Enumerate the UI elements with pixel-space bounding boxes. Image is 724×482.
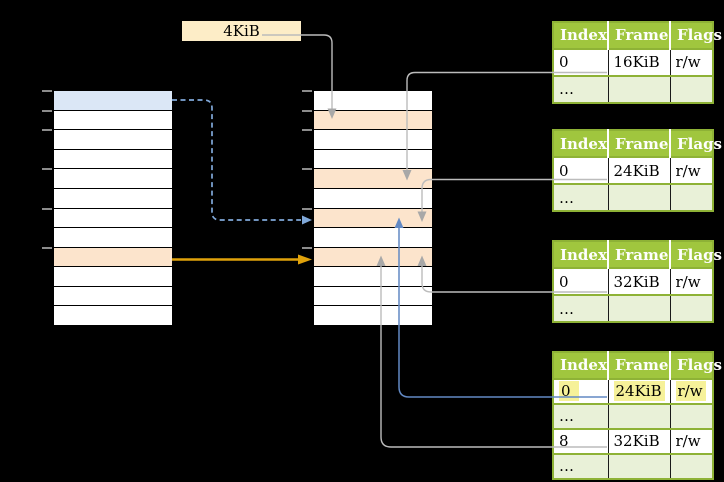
tick-mark (302, 207, 312, 210)
table-row: 0 24KiB r/w (553, 156, 713, 184)
tick-mark (42, 109, 52, 112)
table-cell-ellipsis: … (553, 294, 608, 322)
table-cell-index: 0 (553, 267, 608, 295)
table-cell-frame: 24KiB (607, 156, 670, 184)
table-cell-ellipsis: … (553, 183, 608, 211)
size-label-4kib: 4KiB (182, 21, 301, 41)
table-header-row: Index Frame Flags (553, 351, 722, 379)
memory-cell (314, 208, 432, 229)
memory-cell (314, 306, 432, 326)
table-cell-frame: 16KiB (607, 47, 670, 76)
virtual-memory-column (42, 90, 173, 327)
col-header-index: Index (553, 130, 608, 157)
table-row: 0 32KiB r/w (553, 267, 713, 295)
memory-cell (54, 189, 172, 209)
memory-cell (54, 228, 172, 248)
tick-mark (302, 168, 312, 171)
memory-cell (54, 247, 172, 268)
table-cell-flags: r/w (669, 427, 713, 454)
table-cell-index: 0 (553, 377, 608, 404)
memory-cell (54, 169, 172, 189)
memory-cell (54, 306, 172, 326)
tick-mark (42, 246, 52, 249)
memory-cell (54, 91, 172, 111)
table-row-ellipsis: … (553, 452, 713, 479)
highlighted-value: r/w (675, 381, 706, 401)
memory-cell (314, 228, 432, 248)
memory-cell (54, 267, 172, 287)
col-header-flags: Flags (669, 351, 722, 379)
table-row-ellipsis: … (553, 294, 713, 322)
memory-cell (314, 110, 432, 131)
physical-memory-column (302, 90, 433, 327)
tick-mark (302, 90, 312, 92)
table-cell-index: 8 (553, 427, 608, 454)
tick-mark (42, 207, 52, 210)
col-header-index: Index (553, 241, 608, 268)
memory-cell (54, 130, 172, 150)
table-row-ellipsis: … (553, 74, 713, 103)
col-header-flags: Flags (669, 130, 722, 157)
table-cell-frame: 24KiB (607, 377, 670, 404)
col-header-frame: Frame (607, 21, 670, 49)
table-row: 0 16KiB r/w (553, 47, 713, 76)
table-cell-flags: r/w (669, 377, 713, 404)
col-header-index: Index (553, 351, 608, 379)
tick-mark (302, 129, 312, 132)
memory-cell (54, 209, 172, 229)
memory-cell (54, 150, 172, 170)
memory-cell (54, 287, 172, 307)
table-cell-frame: 32KiB (607, 267, 670, 295)
table-header-row: Index Frame Flags (553, 241, 722, 268)
memory-cell (314, 287, 432, 307)
table-header-row: Index Frame Flags (553, 21, 722, 49)
arrow-virtual-orange-mapping (172, 254, 312, 265)
memory-cell (314, 267, 432, 287)
page-table-24kib: Index Frame Flags 0 24KiB r/w … (552, 129, 722, 212)
page-table-32kib: Index Frame Flags 0 32KiB r/w … (552, 240, 722, 323)
table-cell-index: 0 (553, 47, 608, 76)
memory-cell (314, 150, 432, 170)
tick-mark (42, 129, 52, 132)
tick-mark (302, 109, 312, 112)
col-header-frame: Frame (607, 351, 670, 379)
tick-mark (42, 168, 52, 171)
col-header-index: Index (553, 21, 608, 49)
table-cell-flags: r/w (669, 156, 713, 184)
table-row-highlighted: 0 24KiB r/w (553, 377, 713, 404)
page-table-16kib: Index Frame Flags 0 16KiB r/w … (552, 20, 722, 104)
table-cell-frame: 32KiB (607, 427, 670, 454)
table-row-ellipsis: … (553, 402, 713, 429)
table-row: 8 32KiB r/w (553, 427, 713, 454)
memory-cell (314, 130, 432, 150)
table-cell-ellipsis: … (553, 402, 608, 429)
arrow-virtual-blue-mapping (172, 99, 312, 225)
table-cell-index: 0 (553, 156, 608, 184)
table-cell-flags: r/w (669, 47, 713, 76)
memory-cell (314, 247, 432, 268)
memory-cell (314, 169, 432, 189)
tick-mark (302, 246, 312, 249)
highlighted-value: 24KiB (613, 381, 665, 401)
highlighted-value: 0 (559, 381, 579, 401)
col-header-flags: Flags (669, 241, 722, 268)
tick-mark (42, 90, 52, 92)
table-row-ellipsis: … (553, 183, 713, 211)
memory-cell (314, 189, 432, 209)
table-cell-ellipsis: … (553, 74, 608, 103)
table-header-row: Index Frame Flags (553, 130, 722, 157)
page-table-level2: Index Frame Flags 0 24KiB r/w … 8 32KiB … (552, 350, 722, 480)
memory-cell (314, 91, 432, 111)
table-cell-flags: r/w (669, 267, 713, 295)
col-header-frame: Frame (607, 130, 670, 157)
table-cell-ellipsis: … (553, 452, 608, 479)
col-header-frame: Frame (607, 241, 670, 268)
col-header-flags: Flags (669, 21, 722, 49)
memory-cell (54, 111, 172, 131)
